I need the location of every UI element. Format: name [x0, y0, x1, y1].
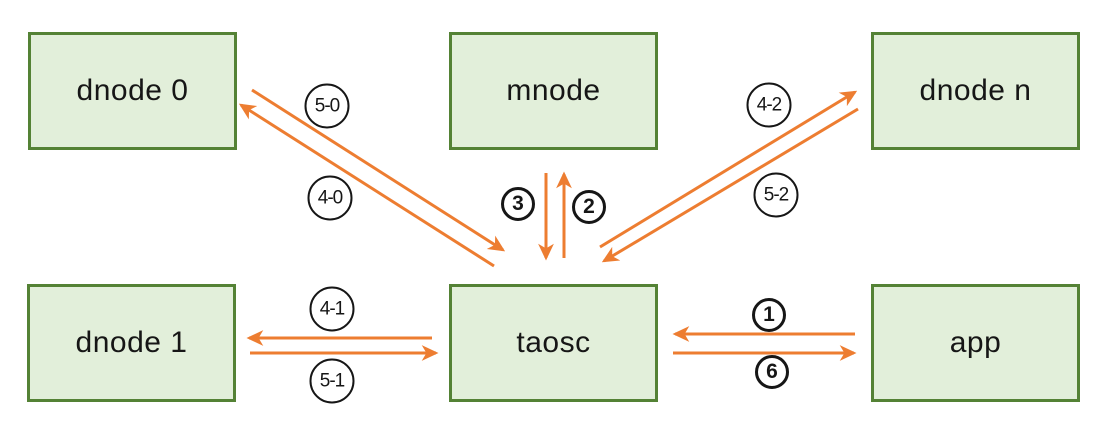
node-dnoden-label: dnode n: [919, 74, 1032, 107]
node-taosc-label: taosc: [516, 326, 591, 359]
edge-label-4-2: 4-2: [746, 82, 792, 128]
node-taosc: taosc: [449, 284, 658, 402]
node-mnode-label: mnode: [506, 74, 601, 107]
node-app: app: [871, 284, 1080, 402]
node-dnode0-label: dnode 0: [76, 74, 189, 107]
edge-label-5-2: 5-2: [753, 172, 799, 218]
edge-label-5-1: 5-1: [309, 358, 355, 404]
edge-dnode0-to-taosc: [251, 88, 506, 252]
edge-label-4-1: 4-1: [309, 286, 355, 332]
edge-taosc-to-dnoden: [599, 90, 858, 249]
edge-label-2: 2: [572, 190, 606, 224]
edge-label-3: 3: [501, 187, 535, 221]
edge-label-5-0: 5-0: [304, 83, 350, 129]
node-dnoden: dnode n: [871, 32, 1080, 150]
edge-label-1: 1: [752, 298, 786, 332]
edge-taosc-to-dnode0: [238, 103, 495, 268]
node-dnode0: dnode 0: [28, 32, 237, 150]
edge-label-4-0: 4-0: [307, 175, 353, 221]
node-dnode1-label: dnode 1: [75, 326, 188, 359]
node-dnode1: dnode 1: [27, 284, 236, 402]
node-mnode: mnode: [449, 32, 658, 150]
edge-label-6: 6: [755, 355, 789, 389]
edge-dnoden-to-taosc: [601, 107, 859, 263]
node-app-label: app: [949, 326, 1002, 359]
